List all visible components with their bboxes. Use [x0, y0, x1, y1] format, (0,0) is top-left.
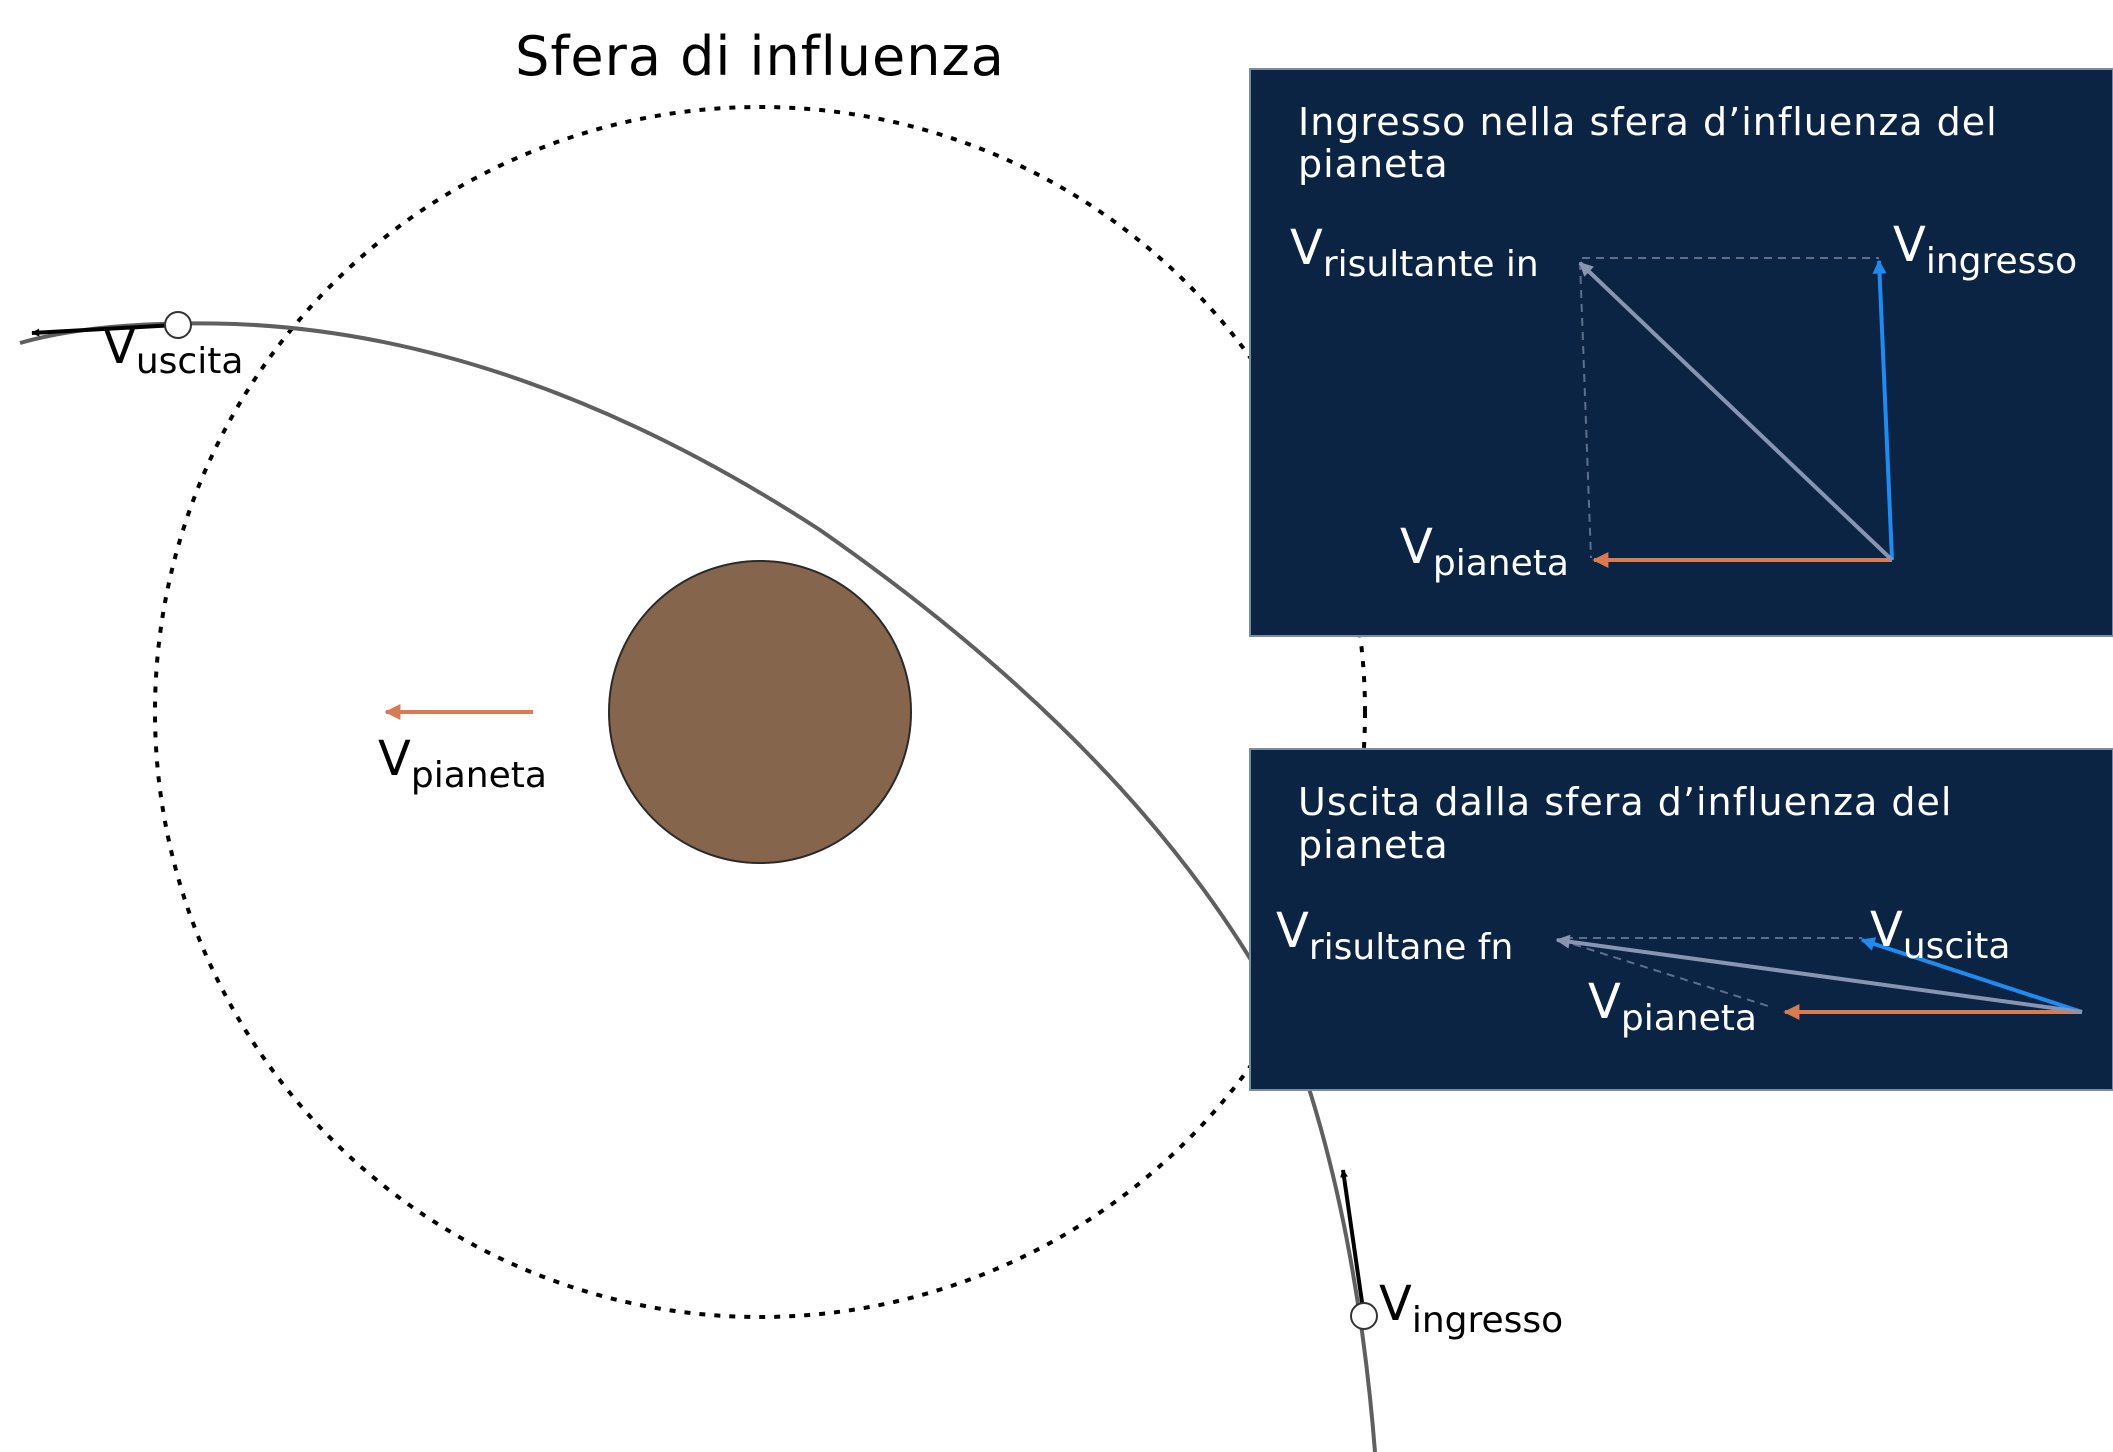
panel-ingresso: Ingresso nella sfera d’influenza del pia…: [1249, 68, 2113, 637]
panel-ingresso-v-ingresso-arrow: [1872, 259, 1894, 561]
panel-ingresso-v-risultante-label: Vrisultante in: [1290, 220, 1539, 285]
diagram-title: Sfera di influenza: [515, 25, 1005, 88]
exit-point-marker: [164, 311, 192, 339]
v-uscita-label: Vuscita: [103, 319, 243, 382]
panel-ingresso-v-risultante-arrow: [1578, 261, 1894, 562]
panel-uscita-background: [1249, 748, 2113, 1091]
panel-ingresso-dashed-left: [1579, 261, 1592, 559]
panel-ingresso-heading-line1: Ingresso nella sfera d’influenza del: [1298, 100, 1998, 144]
entry-point-marker: [1350, 1302, 1378, 1330]
planet: [608, 560, 912, 864]
panel-uscita-v-pianeta-label: Vpianeta: [1588, 974, 1757, 1039]
v-uscita-arrow: [31, 323, 177, 337]
panel-uscita-heading-line1: Uscita dalla sfera d’influenza del: [1298, 780, 1952, 824]
panel-uscita-v-uscita-label: Vuscita: [1870, 902, 2010, 967]
panel-ingresso-background: [1249, 68, 2113, 637]
v-ingresso-arrow: [1340, 1169, 1366, 1317]
sphere-of-influence-circle: [153, 105, 1367, 1319]
panel-uscita: Uscita dalla sfera d’influenza del piane…: [1249, 748, 2113, 1091]
panel-uscita-v-risultante-arrow: [1555, 934, 2083, 1014]
panel-uscita-v-uscita-arrow: [1860, 937, 2083, 1014]
v-pianeta-label: Vpianeta: [378, 731, 547, 796]
panel-ingresso-heading-line2: pianeta: [1298, 142, 1449, 186]
panel-uscita-heading-line2: pianeta: [1298, 823, 1449, 867]
panel-ingresso-v-pianeta-label: Vpianeta: [1400, 519, 1569, 584]
panel-ingresso-v-ingresso-label: Vingresso: [1893, 217, 2077, 282]
panel-uscita-v-risultante-label: Vrisultane fn: [1276, 903, 1513, 968]
spacecraft-trajectory: [19, 321, 1377, 1452]
v-ingresso-label: Vingresso: [1379, 1276, 1563, 1341]
